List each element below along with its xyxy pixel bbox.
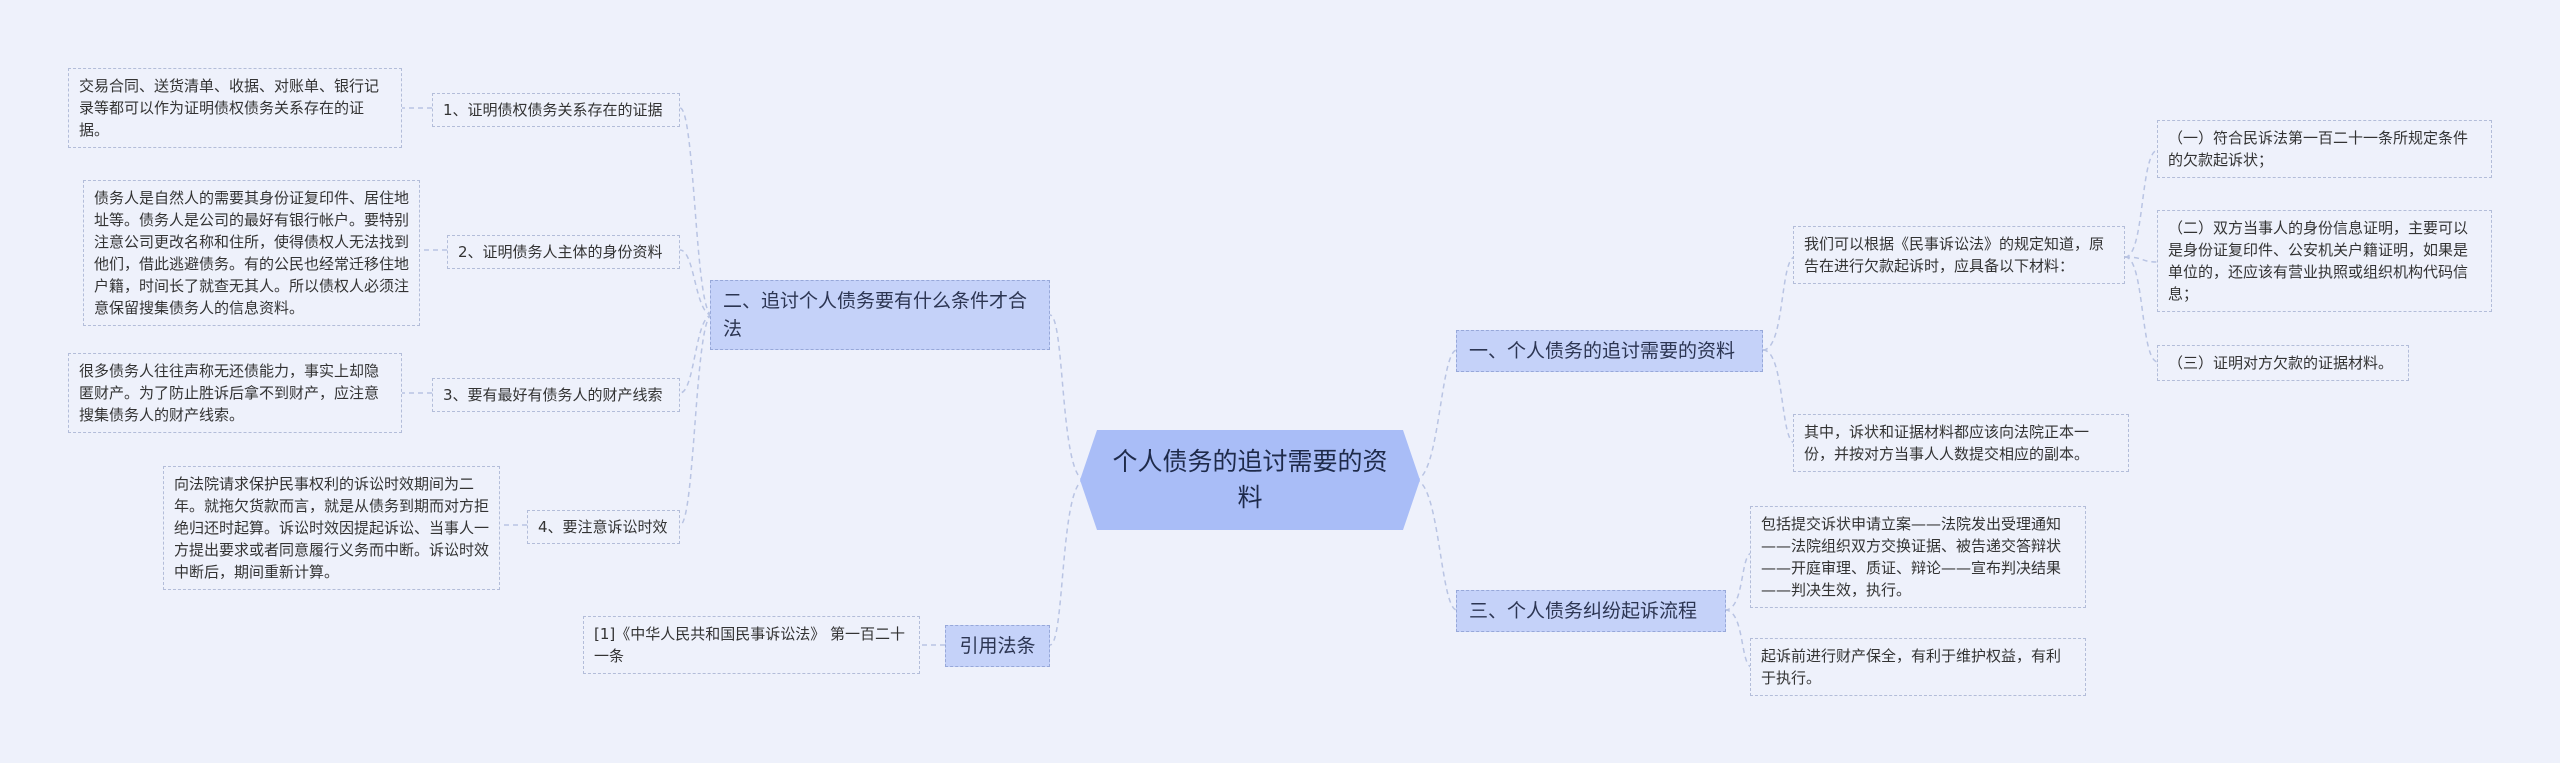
link-branch2-item1 (679, 107, 713, 316)
link-branch2-item4 (679, 314, 713, 526)
root-topic[interactable]: 个人债务的追讨需要的资料 (1080, 430, 1420, 530)
branch1-sub-3[interactable]: （三）证明对方欠款的证据材料。 (2157, 345, 2409, 381)
link-root-law (1049, 479, 1086, 646)
branch1-note-text: 其中，诉状和证据材料都应该向法院正本一份，并按对方当事人人数提交相应的副本。 (1804, 423, 2090, 463)
branch1-note[interactable]: 其中，诉状和证据材料都应该向法院正本一份，并按对方当事人人数提交相应的副本。 (1793, 414, 2129, 472)
law-detail[interactable]: [1]《中华人民共和国民事诉讼法》 第一百二十一条 (583, 616, 920, 674)
branch1-sub-2[interactable]: （二）双方当事人的身份信息证明，主要可以是身份证复印件、公安机关户籍证明，如果是… (2157, 210, 2492, 312)
link-branch2-item3 (679, 314, 713, 394)
branch1-intro-text: 我们可以根据《民事诉讼法》的规定知道，原告在进行欠款起诉时，应具备以下材料： (1804, 235, 2105, 275)
branch1-label: 一、个人债务的追讨需要的资料 (1469, 340, 1736, 362)
branch2-item-3[interactable]: 3、要有最好有债务人的财产线索 (432, 378, 680, 412)
branch2-item-1[interactable]: 1、证明债权债务关系存在的证据 (432, 93, 680, 127)
branch3-preserve-text: 起诉前进行财产保全，有利于维护权益，有利于执行。 (1761, 647, 2062, 687)
branch2-label: 二、追讨个人债务要有什么条件才合法 (723, 290, 1028, 340)
branch3-preserve[interactable]: 起诉前进行财产保全，有利于维护权益，有利于执行。 (1750, 638, 2086, 696)
branch3-node[interactable]: 三、个人债务纠纷起诉流程 (1456, 590, 1726, 632)
link-branch3-flow (1724, 552, 1753, 611)
branch2-item-3-detail-text: 很多债务人往往声称无还债能力，事实上却隐匿财产。为了防止胜诉后拿不到财产，应注意… (79, 362, 380, 424)
branch2-item-2-label: 2、证明债务人主体的身份资料 (458, 243, 663, 261)
law-label: 引用法条 (959, 635, 1036, 657)
branch2-item-3-label: 3、要有最好有债务人的财产线索 (443, 386, 663, 404)
link-intro-sub3 (2124, 256, 2159, 363)
branch1-sub-1[interactable]: （一）符合民诉法第一百二十一条所规定条件的欠款起诉状； (2157, 120, 2492, 178)
branch1-sub-3-text: （三）证明对方欠款的证据材料。 (2168, 354, 2394, 372)
branch2-item-4-detail[interactable]: 向法院请求保护民事权利的诉讼时效期间为二年。就拖欠货款而言，就是从债务到期而对方… (163, 466, 500, 590)
link-intro-sub1 (2124, 149, 2159, 258)
branch2-item-2[interactable]: 2、证明债务人主体的身份资料 (447, 235, 680, 269)
branch2-item-2-detail-text: 债务人是自然人的需要其身份证复印件、居住地址等。债务人是公司的最好有银行帐户。要… (94, 189, 410, 317)
link-branch3-preserve (1724, 609, 1753, 668)
link-root-branch2 (1049, 314, 1086, 481)
link-branch1-intro (1762, 256, 1796, 351)
link-intro-sub2 (2124, 256, 2159, 263)
branch1-node[interactable]: 一、个人债务的追讨需要的资料 (1456, 330, 1763, 372)
branch3-flow[interactable]: 包括提交诉状申请立案——法院发出受理通知——法院组织双方交换证据、被告递交答辩状… (1750, 506, 2086, 608)
branch1-sub-1-text: （一）符合民诉法第一百二十一条所规定条件的欠款起诉状； (2168, 129, 2469, 169)
branch1-sub-2-text: （二）双方当事人的身份信息证明，主要可以是身份证复印件、公安机关户籍证明，如果是… (2168, 219, 2469, 303)
link-branch1-note (1762, 349, 1796, 444)
branch3-label: 三、个人债务纠纷起诉流程 (1469, 600, 1698, 622)
link-root-branch1 (1414, 349, 1458, 481)
branch1-intro[interactable]: 我们可以根据《民事诉讼法》的规定知道，原告在进行欠款起诉时，应具备以下材料： (1793, 226, 2125, 284)
link-root-branch3 (1414, 479, 1458, 611)
branch2-item-4[interactable]: 4、要注意诉讼时效 (527, 510, 680, 544)
branch2-node[interactable]: 二、追讨个人债务要有什么条件才合法 (710, 280, 1050, 350)
branch2-item-1-label: 1、证明债权债务关系存在的证据 (443, 101, 663, 119)
law-detail-text: [1]《中华人民共和国民事诉讼法》 第一百二十一条 (594, 625, 906, 665)
law-node[interactable]: 引用法条 (945, 625, 1050, 667)
branch2-item-1-detail-text: 交易合同、送货清单、收据、对账单、银行记录等都可以作为证明债权债务关系存在的证据… (79, 77, 380, 139)
branch2-item-1-detail[interactable]: 交易合同、送货清单、收据、对账单、银行记录等都可以作为证明债权债务关系存在的证据… (68, 68, 402, 148)
branch2-item-2-detail[interactable]: 债务人是自然人的需要其身份证复印件、居住地址等。债务人是公司的最好有银行帐户。要… (83, 180, 420, 326)
link-branch2-item2 (679, 249, 713, 316)
branch3-flow-text: 包括提交诉状申请立案——法院发出受理通知——法院组织双方交换证据、被告递交答辩状… (1761, 515, 2062, 599)
branch2-item-4-detail-text: 向法院请求保护民事权利的诉讼时效期间为二年。就拖欠货款而言，就是从债务到期而对方… (174, 475, 490, 581)
branch2-item-3-detail[interactable]: 很多债务人往往声称无还债能力，事实上却隐匿财产。为了防止胜诉后拿不到财产，应注意… (68, 353, 402, 433)
branch2-item-4-label: 4、要注意诉讼时效 (538, 518, 668, 536)
root-topic-label: 个人债务的追讨需要的资料 (1112, 447, 1388, 512)
